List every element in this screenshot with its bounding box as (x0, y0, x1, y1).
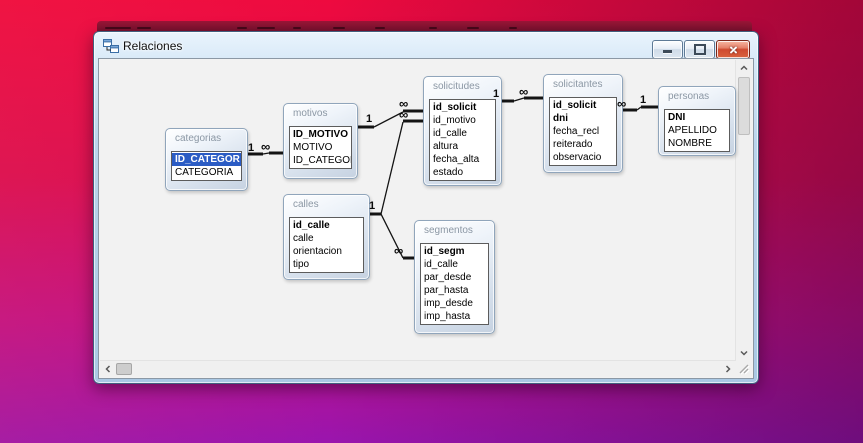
resize-grip-icon (739, 364, 750, 375)
field-row[interactable]: CATEGORIA (175, 167, 234, 178)
chevron-right-icon (725, 365, 731, 373)
field-row[interactable]: tipo (293, 259, 310, 270)
field-row[interactable]: dni (553, 113, 568, 124)
field-row[interactable]: DNI (668, 112, 686, 123)
table-segmentos[interactable]: segmentos id_segm id_calle par_desde par… (414, 220, 495, 334)
field-row[interactable]: NOMBRE (668, 138, 712, 149)
cardinality-infinity-label: ∞ (399, 96, 409, 111)
close-icon (728, 45, 739, 54)
field-row[interactable]: ID_CATEGOR (172, 153, 241, 166)
field-row[interactable]: id_calle (424, 259, 458, 270)
vertical-scrollbar[interactable] (735, 60, 752, 361)
field-list: DNI APELLIDO NOMBRE (664, 109, 730, 152)
scroll-right-button[interactable] (720, 361, 736, 377)
table-title: solicitantes (553, 79, 603, 90)
minimize-button[interactable] (652, 40, 683, 59)
field-list: ID_MOTIVO MOTIVO ID_CATEGOR (289, 126, 352, 169)
scroll-left-button[interactable] (100, 361, 116, 377)
field-row[interactable]: par_desde (424, 272, 472, 283)
background-window-text-remnant (333, 27, 345, 29)
table-title: motivos (293, 108, 328, 119)
field-row[interactable]: altura (433, 141, 459, 152)
cardinality-one-label: 1 (369, 200, 376, 212)
field-row[interactable]: imp_desde (424, 298, 473, 309)
table-personas[interactable]: personas DNI APELLIDO NOMBRE (658, 86, 736, 156)
field-row[interactable]: observacio (553, 152, 602, 163)
horizontal-scrollbar[interactable] (100, 360, 736, 377)
table-title: solicitudes (433, 81, 480, 92)
field-row[interactable]: ID_MOTIVO (293, 129, 349, 140)
table-solicitantes[interactable]: solicitantes id_solicit dni fecha_recl r… (543, 74, 623, 173)
field-list: ID_CATEGOR CATEGORIA (171, 151, 242, 181)
maximize-button[interactable] (684, 40, 715, 59)
background-window-text-remnant (293, 27, 301, 29)
field-list: id_solicit dni fecha_recl reiterado obse… (549, 97, 617, 166)
cardinality-infinity-label: ∞ (394, 243, 404, 258)
table-title: personas (668, 91, 710, 102)
field-row[interactable]: id_solicit (553, 100, 597, 111)
field-list: id_solicit id_motivo id_calle altura fec… (429, 99, 496, 181)
table-calles[interactable]: calles id_calle calle orientacion tipo (283, 194, 370, 280)
field-row[interactable]: MOTIVO (293, 142, 333, 153)
cardinality-infinity-label: ∞ (617, 96, 627, 111)
field-row[interactable]: id_segm (424, 246, 465, 257)
field-row[interactable]: fecha_alta (433, 154, 480, 165)
chevron-left-icon (105, 365, 111, 373)
field-row[interactable]: estado (433, 167, 464, 178)
background-window-text-remnant (375, 27, 385, 29)
table-solicitudes[interactable]: solicitudes id_solicit id_motivo id_call… (423, 76, 502, 186)
cardinality-one-label: 1 (640, 94, 647, 106)
minimize-icon (663, 50, 672, 53)
vertical-scroll-thumb[interactable] (738, 77, 750, 135)
scroll-down-button[interactable] (736, 345, 752, 361)
cardinality-infinity-label: ∞ (399, 107, 409, 122)
window-title: Relaciones (123, 38, 183, 53)
titlebar[interactable]: Relaciones (94, 32, 758, 59)
background-window-text-remnant (429, 27, 437, 29)
field-row[interactable]: APELLIDO (668, 125, 717, 136)
field-row[interactable]: fecha_recl (553, 126, 600, 137)
field-row[interactable]: id_calle (433, 128, 467, 139)
field-row[interactable]: reiterado (553, 139, 593, 150)
background-window-text-remnant (257, 27, 275, 29)
field-row[interactable]: imp_hasta (424, 311, 471, 322)
background-window-text-remnant (509, 27, 517, 29)
cardinality-one-label: 1 (493, 88, 500, 100)
maximize-icon (693, 44, 706, 55)
table-categorias[interactable]: categorias ID_CATEGOR CATEGORIA (165, 128, 248, 191)
field-row[interactable]: ID_CATEGOR (293, 155, 351, 166)
scroll-up-button[interactable] (736, 60, 752, 76)
relationships-icon (103, 39, 119, 53)
chevron-up-icon (740, 65, 748, 71)
background-window-text-remnant (105, 27, 131, 29)
field-row[interactable]: calle (293, 233, 314, 244)
field-list: id_segm id_calle par_desde par_hasta imp… (420, 243, 489, 325)
chevron-down-icon (740, 350, 748, 356)
background-window-text-remnant (137, 27, 151, 29)
background-window-text-remnant (237, 27, 247, 29)
field-row[interactable]: id_solicit (433, 102, 477, 113)
field-list: id_calle calle orientacion tipo (289, 217, 364, 273)
table-title: calles (293, 199, 319, 210)
field-row[interactable]: par_hasta (424, 285, 469, 296)
horizontal-scroll-thumb[interactable] (116, 363, 132, 375)
field-row[interactable]: orientacion (293, 246, 342, 257)
resize-grip[interactable] (736, 361, 752, 377)
cardinality-one-label: 1 (366, 113, 373, 125)
table-title: segmentos (424, 225, 473, 236)
table-title: categorias (175, 133, 222, 144)
close-button[interactable] (716, 40, 750, 59)
field-row[interactable]: id_calle (293, 220, 330, 231)
cardinality-infinity-label: ∞ (261, 139, 271, 154)
table-motivos[interactable]: motivos ID_MOTIVO MOTIVO ID_CATEGOR (283, 103, 358, 179)
background-window-text-remnant (467, 27, 479, 29)
cardinality-infinity-label: ∞ (519, 84, 529, 99)
cardinality-one-label: 1 (248, 142, 255, 154)
field-row[interactable]: id_motivo (433, 115, 476, 126)
